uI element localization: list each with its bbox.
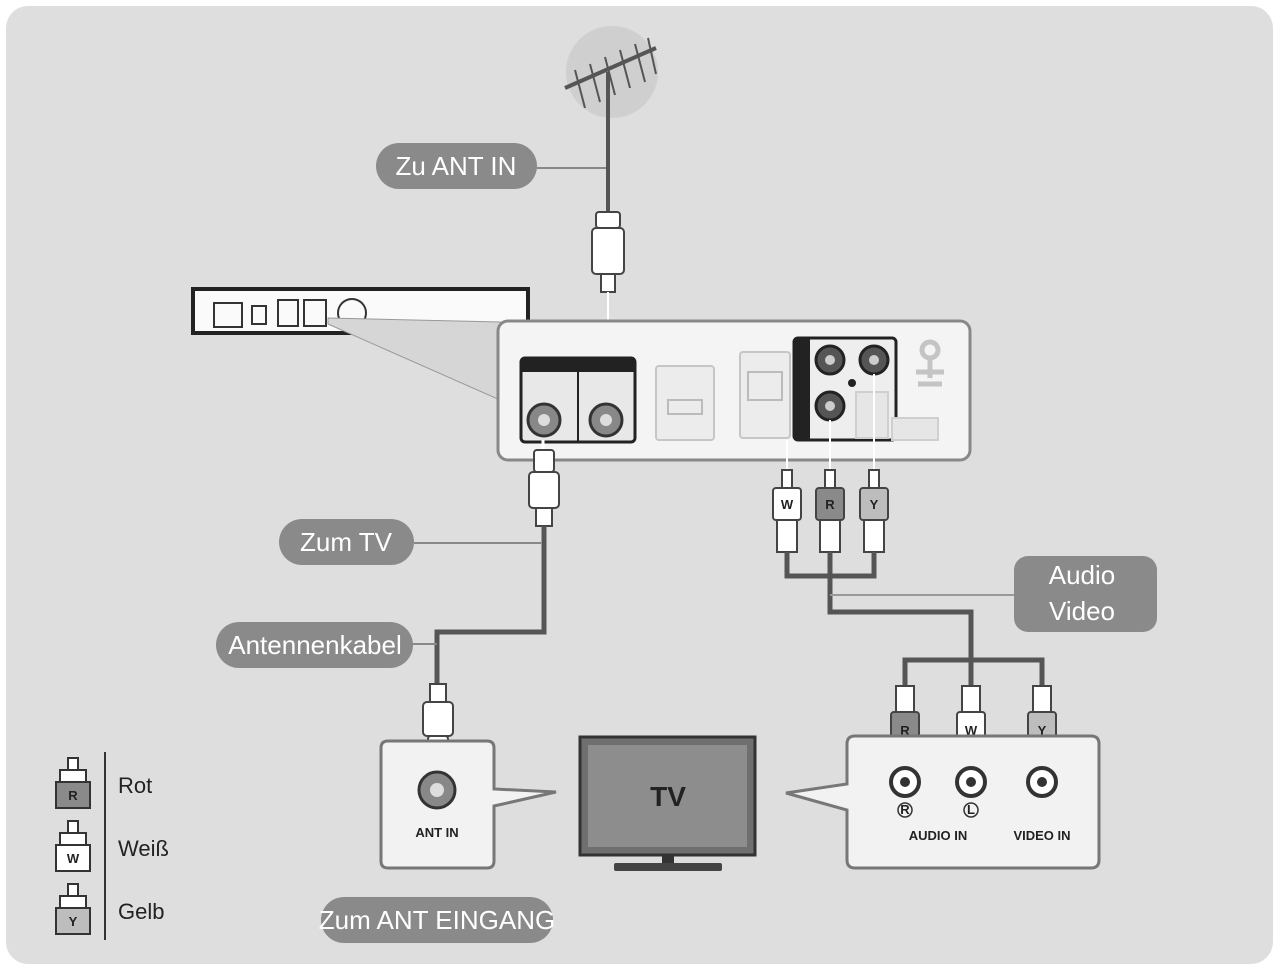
svg-text:R: R xyxy=(900,802,910,817)
svg-text:Audio: Audio xyxy=(1049,560,1116,590)
svg-text:Video: Video xyxy=(1049,596,1115,626)
svg-text:Antennenkabel: Antennenkabel xyxy=(228,630,401,660)
svg-text:Zum ANT EINGANG: Zum ANT EINGANG xyxy=(319,905,555,935)
legend: R Rot W Weiß Y Gelb xyxy=(55,752,169,940)
svg-text:W: W xyxy=(781,497,794,512)
legend-item-weiss: W Weiß xyxy=(55,820,169,872)
plug-y-top: Y xyxy=(859,469,889,553)
svg-text:Zum TV: Zum TV xyxy=(300,527,393,557)
svg-text:L: L xyxy=(967,802,975,817)
label-audio-video: Audio Video xyxy=(1014,556,1157,632)
antenna-icon xyxy=(564,26,658,118)
svg-text:Weiß: Weiß xyxy=(118,836,169,861)
svg-text:R: R xyxy=(68,788,78,803)
plug-r-top: R xyxy=(815,469,845,553)
svg-text:AUDIO IN: AUDIO IN xyxy=(909,828,968,843)
label-antennenkabel: Antennenkabel xyxy=(216,622,413,668)
label-zum-tv: Zum TV xyxy=(279,519,414,565)
svg-text:Y: Y xyxy=(1038,723,1047,738)
tv-av-in-callout: R L AUDIO IN VIDEO IN xyxy=(785,734,1101,870)
tv: TV xyxy=(578,735,757,871)
svg-text:R: R xyxy=(900,723,910,738)
svg-text:VIDEO IN: VIDEO IN xyxy=(1013,828,1070,843)
svg-text:Rot: Rot xyxy=(118,773,152,798)
tv-label: TV xyxy=(650,781,686,812)
svg-text:ANT IN: ANT IN xyxy=(415,825,458,840)
label-zum-ant-eingang: Zum ANT EINGANG xyxy=(319,897,555,943)
svg-text:W: W xyxy=(965,723,978,738)
legend-item-rot: R Rot xyxy=(55,757,152,809)
tv-ant-in-callout: ANT IN xyxy=(379,739,557,870)
legend-item-gelb: Y Gelb xyxy=(55,883,164,935)
svg-text:Zu ANT IN: Zu ANT IN xyxy=(396,151,517,181)
svg-text:Y: Y xyxy=(69,914,78,929)
svg-text:R: R xyxy=(825,497,835,512)
svg-text:Gelb: Gelb xyxy=(118,899,164,924)
svg-text:W: W xyxy=(67,851,80,866)
player-connector-panel xyxy=(496,319,972,462)
svg-text:Y: Y xyxy=(870,497,879,512)
plug-w-top: W xyxy=(772,469,802,553)
label-zu-ant-in: Zu ANT IN xyxy=(376,143,537,189)
rf-cable-to-tv xyxy=(412,440,560,757)
